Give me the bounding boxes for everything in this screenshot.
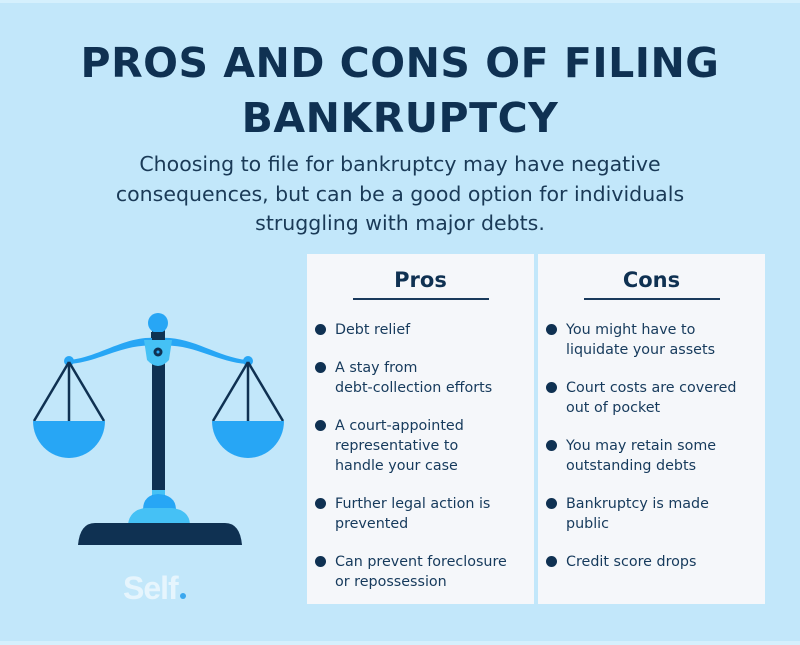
list-item: A stay from debt-collection efforts [307, 358, 534, 398]
list-item: A court-appointed representative to hand… [307, 416, 534, 476]
pros-panel: Pros Debt relief A stay from debt-collec… [307, 254, 534, 604]
pros-heading: Pros [394, 268, 447, 292]
bullet-icon [315, 420, 326, 431]
list-item: You might have to liquidate your assets [538, 320, 765, 360]
logo-text: Self [123, 570, 179, 606]
logo-dot-icon [179, 593, 186, 599]
pros-list: Debt relief A stay from debt-collection … [307, 320, 534, 610]
bullet-icon [546, 440, 557, 451]
left-pan [33, 421, 105, 458]
pillar [152, 330, 165, 500]
list-item: Further legal action is prevented [307, 494, 534, 534]
title-line-1: PROS AND CONS OF FILING [80, 39, 720, 87]
page-title: PROS AND CONS OF FILING BANKRUPTCY [0, 36, 800, 146]
bullet-icon [546, 324, 557, 335]
bullet-icon [546, 498, 557, 509]
balance-scale-icon [32, 313, 285, 545]
subtitle-line-2: consequences, but can be a good option f… [115, 181, 685, 206]
top-knob [148, 313, 168, 333]
pros-underline [352, 298, 489, 300]
self-logo: Self [123, 570, 186, 607]
cons-panel: Cons You might have to liquidate your as… [538, 254, 765, 604]
subtitle-line-1: Choosing to file for bankruptcy may have… [139, 152, 661, 176]
list-item: You may retain some outstanding debts [538, 436, 765, 476]
list-item: Debt relief [307, 320, 534, 340]
cons-list: You might have to liquidate your assets … [538, 320, 765, 590]
right-pan [212, 421, 284, 458]
cons-heading: Cons [622, 268, 681, 292]
list-item: Bankruptcy is made public [538, 494, 765, 534]
title-line-2: BANKRUPTCY [241, 94, 559, 142]
bullet-icon [315, 498, 326, 509]
subtitle-line-3: struggling with major debts. [255, 211, 545, 235]
bottom-border [0, 641, 800, 645]
subtitle: Choosing to file for bankruptcy may have… [60, 150, 740, 239]
list-item: Court costs are covered out of pocket [538, 378, 765, 418]
top-border [0, 0, 800, 3]
bullet-icon [546, 382, 557, 393]
bullet-icon [315, 556, 326, 567]
list-item: Credit score drops [538, 552, 765, 572]
cons-underline [583, 298, 720, 300]
base [78, 523, 242, 545]
bullet-icon [315, 324, 326, 335]
bullet-icon [315, 362, 326, 373]
bullet-icon [546, 556, 557, 567]
list-item: Can prevent foreclosure or repossession [307, 552, 534, 592]
